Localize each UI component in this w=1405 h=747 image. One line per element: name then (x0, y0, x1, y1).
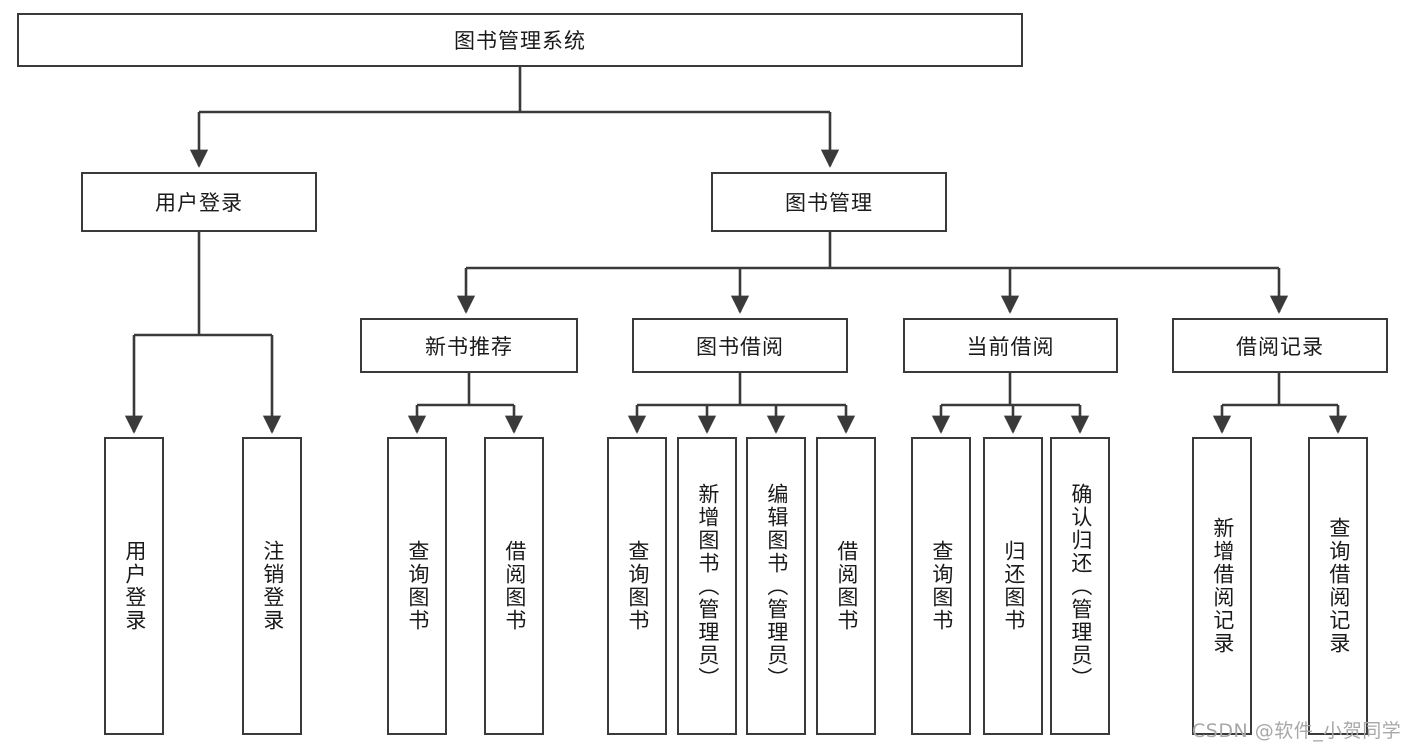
leaf-borrow-book-1[interactable]: 借阅图书 (484, 437, 544, 735)
leaf-query-book-1-label: 查询图书 (405, 540, 430, 632)
leaf-edit-book-label: 编辑图书（管理员） (764, 482, 789, 690)
node-current-borrow-label: 当前借阅 (966, 334, 1055, 359)
node-borrow-record-label: 借阅记录 (1236, 334, 1324, 359)
csdn-watermark: CSDN @软件_小贺同学 (1192, 720, 1402, 742)
leaf-confirm-return-label: 确认归还（管理员） (1068, 482, 1093, 690)
node-book-borrow[interactable]: 图书借阅 (632, 318, 848, 373)
leaf-add-book[interactable]: 新增图书（管理员） (677, 437, 737, 735)
leaf-query-book-2[interactable]: 查询图书 (607, 437, 667, 735)
leaf-query-book-2-label: 查询图书 (625, 540, 650, 632)
node-user-login[interactable]: 用户登录 (81, 172, 317, 232)
node-user-login-label: 用户登录 (155, 191, 243, 215)
node-current-borrow[interactable]: 当前借阅 (903, 318, 1118, 373)
node-new-book-recommend[interactable]: 新书推荐 (360, 318, 578, 373)
leaf-add-book-label: 新增图书（管理员） (695, 482, 720, 690)
leaf-confirm-return[interactable]: 确认归还（管理员） (1050, 437, 1110, 735)
node-book-borrow-label: 图书借阅 (696, 334, 784, 359)
leaf-query-borrow-record-label: 查询借阅记录 (1326, 517, 1351, 655)
node-book-manage[interactable]: 图书管理 (711, 172, 947, 232)
leaf-edit-book[interactable]: 编辑图书（管理员） (746, 437, 806, 735)
leaf-borrow-book-2[interactable]: 借阅图书 (816, 437, 876, 735)
node-borrow-record[interactable]: 借阅记录 (1172, 318, 1388, 373)
leaf-return-book[interactable]: 归还图书 (983, 437, 1043, 735)
leaf-add-borrow-record[interactable]: 新增借阅记录 (1192, 437, 1252, 735)
leaf-query-book-3[interactable]: 查询图书 (911, 437, 971, 735)
node-new-book-recommend-label: 新书推荐 (425, 334, 513, 359)
leaf-query-book-1[interactable]: 查询图书 (387, 437, 447, 735)
leaf-query-borrow-record[interactable]: 查询借阅记录 (1308, 437, 1368, 735)
leaf-add-borrow-record-label: 新增借阅记录 (1210, 517, 1235, 655)
leaf-return-book-label: 归还图书 (1001, 540, 1026, 632)
leaf-logout[interactable]: 注销登录 (242, 437, 302, 735)
leaf-user-login[interactable]: 用户登录 (104, 437, 164, 735)
leaf-query-book-3-label: 查询图书 (929, 540, 954, 632)
leaf-borrow-book-1-label: 借阅图书 (502, 540, 527, 632)
leaf-user-login-label: 用户登录 (122, 540, 147, 632)
node-root[interactable]: 图书管理系统 (17, 13, 1023, 67)
leaf-borrow-book-2-label: 借阅图书 (834, 540, 859, 632)
node-root-label: 图书管理系统 (454, 29, 586, 53)
node-book-manage-label: 图书管理 (785, 191, 873, 215)
leaf-logout-label: 注销登录 (260, 540, 285, 632)
